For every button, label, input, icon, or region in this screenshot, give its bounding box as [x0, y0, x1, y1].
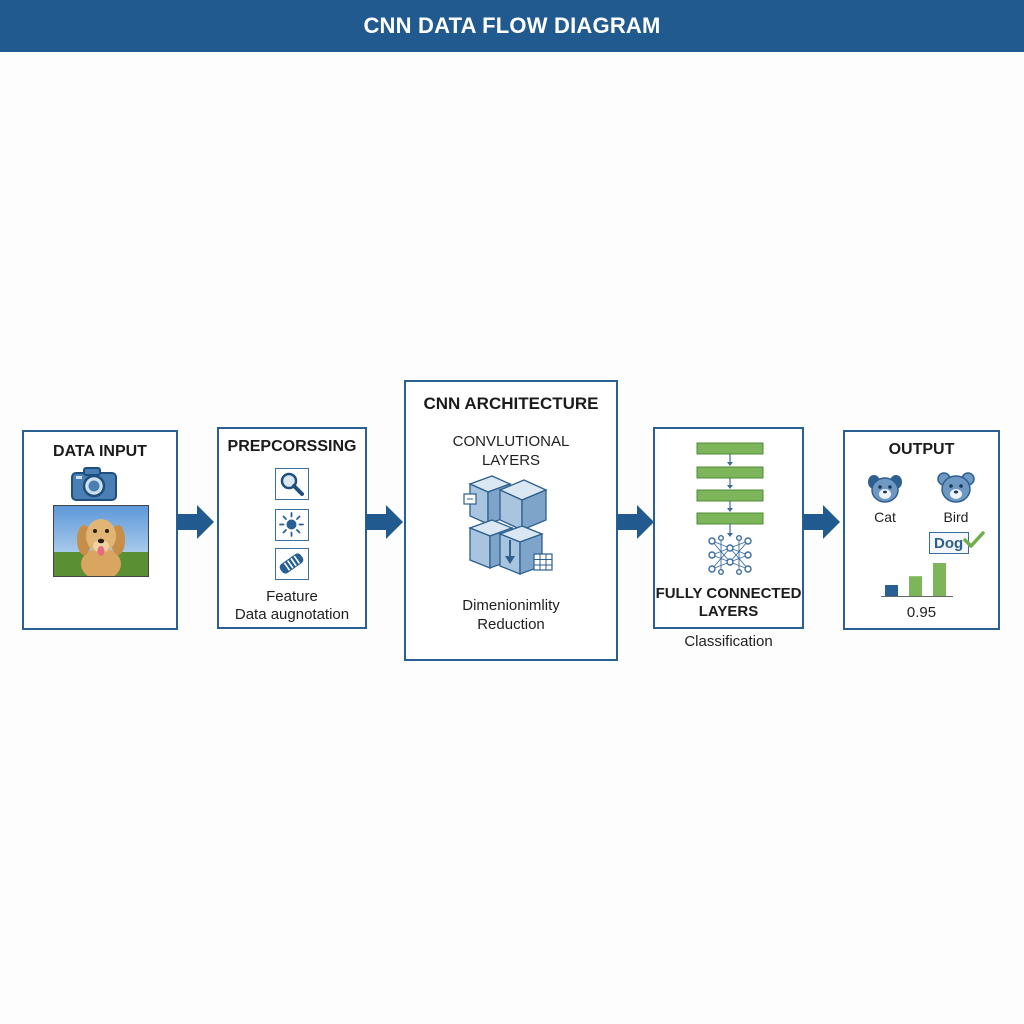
flow-arrow-1 [177, 505, 214, 539]
predicted-class: Dog [934, 535, 964, 552]
probability-bar-1 [885, 585, 898, 596]
fully-connected-box: FULLY CONNECTED LAYERS [653, 427, 804, 629]
probability-bar-3 [933, 563, 946, 596]
probability-bar-2 [909, 576, 922, 596]
camera-icon [71, 467, 117, 501]
output-score: 0.95 [906, 604, 937, 621]
data-input-title: DATA INPUT [53, 443, 147, 460]
class-label-bird: Bird [943, 509, 969, 525]
conv-layers-line1: CONVLUTIONAL [452, 433, 570, 450]
cnn-architecture-title: CNN ARCHITECTURE [423, 394, 599, 413]
cat-face-icon [868, 475, 902, 503]
magnifier-icon [275, 468, 309, 500]
neural-network-icon [708, 535, 752, 575]
checkmark-icon [963, 531, 985, 548]
conv-layers-line2: LAYERS [481, 452, 541, 469]
conv-cubes-icon [463, 475, 553, 575]
cnn-architecture-box: CNN ARCHITECTURE CONVLUTIONAL LAYERS [404, 380, 618, 661]
probability-bars [881, 563, 953, 597]
diagram-title: CNN DATA FLOW DIAGRAM [363, 13, 661, 38]
dimensionality-line1: Dimenionimlity [462, 597, 560, 614]
flow-arrow-2 [366, 505, 403, 539]
classification-label: Classification [684, 633, 773, 650]
augmentation-icon [275, 548, 309, 580]
dimensionality-line2: Reduction [477, 616, 545, 633]
dog-photo [53, 505, 149, 577]
fc-layers-stack-icon [696, 442, 764, 537]
class-label-cat: Cat [874, 509, 896, 525]
fully-connected-title-line2: LAYERS [698, 603, 759, 620]
predicted-label-box: Dog [929, 532, 969, 554]
title-bar: CNN DATA FLOW DIAGRAM [0, 0, 1024, 52]
preprocessing-label-augmentation: Data augnotation [234, 606, 350, 623]
flow-arrow-3 [617, 505, 654, 539]
preprocessing-box: PREPCORSSING [217, 427, 367, 629]
output-box: OUTPUT Cat Bird Dog 0.95 [843, 430, 1000, 630]
flow-arrow-4 [803, 505, 840, 539]
data-input-box: DATA INPUT [22, 430, 178, 630]
bird-face-icon [937, 472, 975, 503]
sun-brightness-icon [275, 509, 309, 541]
preprocessing-label-feature: Feature [266, 588, 318, 605]
fully-connected-title-line1: FULLY CONNECTED [655, 585, 802, 602]
preprocessing-title: PREPCORSSING [227, 438, 357, 455]
output-title: OUTPUT [888, 441, 955, 458]
